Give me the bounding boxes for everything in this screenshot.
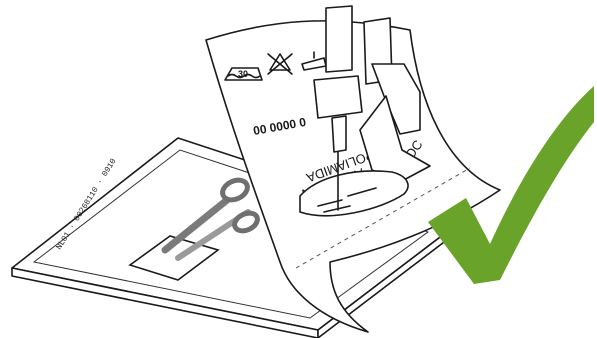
wash-temp-text: 30: [238, 69, 248, 79]
